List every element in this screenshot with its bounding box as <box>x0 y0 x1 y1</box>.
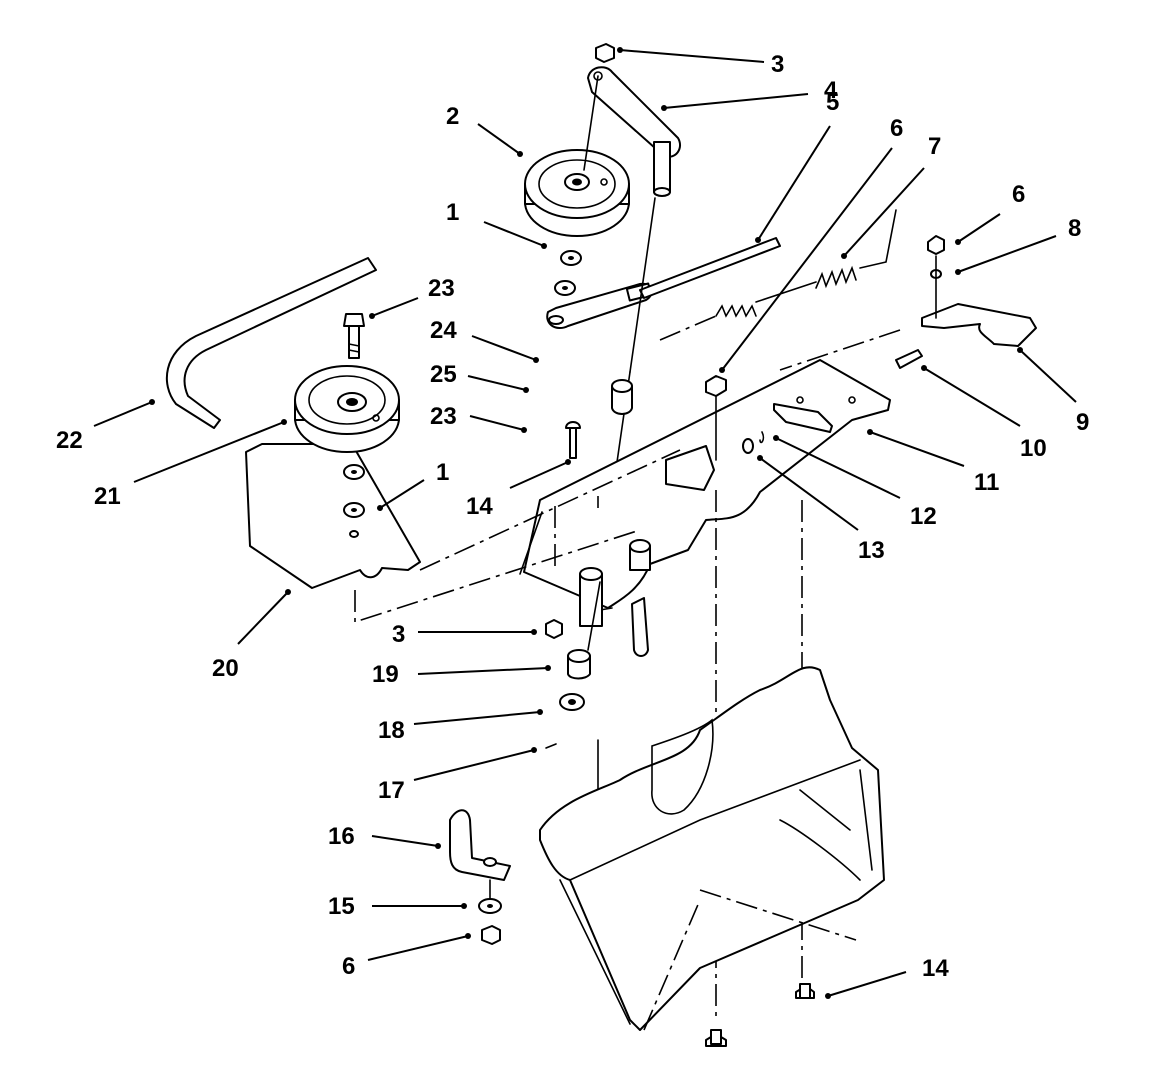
callout-15: 15 <box>328 893 355 920</box>
idler-arm-top <box>583 43 682 197</box>
callout-10: 10 <box>1020 435 1047 462</box>
callout-11: 11 <box>974 469 999 496</box>
bolt-upper-left <box>343 313 365 359</box>
flange-nut-right <box>927 235 945 255</box>
belt <box>165 257 377 429</box>
callout-21: 21 <box>94 483 121 510</box>
callout-7: 7 <box>928 133 941 160</box>
callout-12: 12 <box>910 503 937 530</box>
spring-right <box>815 265 857 289</box>
callout-24: 24 <box>430 317 457 344</box>
callout-3-top: 3 <box>771 51 784 78</box>
carriage-bolt-center <box>565 421 581 459</box>
callout-2: 2 <box>446 103 459 130</box>
callout-18: 18 <box>378 717 405 744</box>
bushing-upper <box>611 385 633 415</box>
callout-19: 19 <box>372 661 399 688</box>
callout-23-upper: 23 <box>428 275 455 302</box>
callout-1-lower: 1 <box>436 459 449 486</box>
callout-1-upper: 1 <box>446 199 459 226</box>
callout-16: 16 <box>328 823 355 850</box>
callout-14-lower: 14 <box>922 955 949 982</box>
l-bracket <box>449 809 511 881</box>
carriage-bolt-bottom-right <box>795 983 815 999</box>
lower-housing <box>539 666 885 1031</box>
callout-23-lower: 23 <box>430 403 457 430</box>
callout-13: 13 <box>858 537 885 564</box>
callout-5: 5 <box>826 89 839 116</box>
callout-20: 20 <box>212 655 239 682</box>
drawing <box>165 43 1037 1047</box>
pin <box>895 349 923 369</box>
hinge-block <box>773 403 833 433</box>
callout-25: 25 <box>430 361 457 388</box>
callout-6-upper: 6 <box>890 115 903 142</box>
idler-pulley-top <box>524 149 630 237</box>
callout-6-right: 6 <box>1012 181 1025 208</box>
tensioner-bracket <box>921 303 1037 347</box>
carriage-bolt-bottom-center <box>705 1029 727 1047</box>
idler-pulley-left <box>294 365 400 453</box>
callout-6-lower: 6 <box>342 953 355 980</box>
callout-4: 4 <box>824 77 838 104</box>
callout-9: 9 <box>1076 409 1089 436</box>
callout-8: 8 <box>1068 215 1081 242</box>
callout-14-upper: 14 <box>466 493 493 520</box>
hex-nut-lower <box>545 619 563 639</box>
callout-22: 22 <box>56 427 83 454</box>
belt-guard-plate <box>245 443 421 589</box>
spring-left <box>715 304 757 318</box>
angle-bracket <box>665 445 715 491</box>
callout-3-lower: 3 <box>392 621 405 648</box>
flange-nut-bottom <box>481 925 501 945</box>
leader-lines <box>93 47 1077 999</box>
callout-labels: 3 4 2 5 6 7 6 8 1 23 24 25 23 22 21 1 14… <box>56 51 1089 982</box>
callout-17: 17 <box>378 777 405 804</box>
flange-nut-center <box>705 375 727 397</box>
idler-arm-lower <box>546 197 781 581</box>
